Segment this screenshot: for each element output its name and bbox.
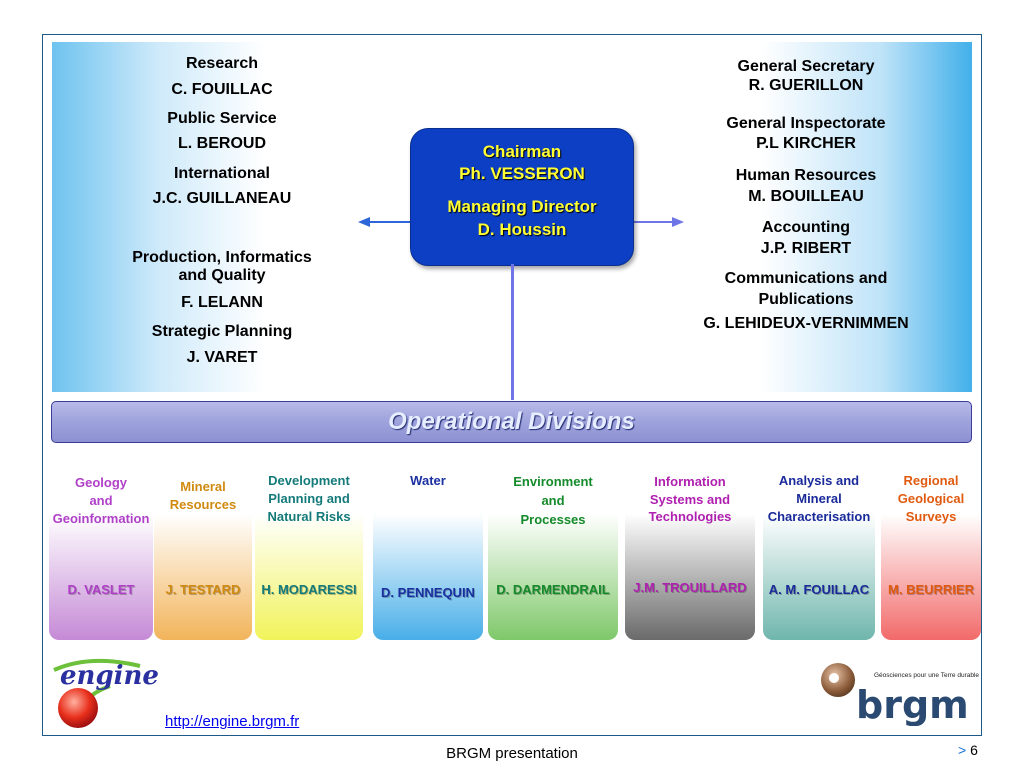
brgm-logo: brgm bbox=[821, 663, 969, 726]
communications-name: G. LEHIDEUX-VERNIMMEN bbox=[703, 315, 909, 332]
public-service-name: L. BEROUD bbox=[178, 135, 266, 152]
next-arrow-icon[interactable]: > bbox=[958, 742, 967, 758]
division-title-line: Water bbox=[410, 473, 446, 488]
division-3: Water D. PENNEQUIN bbox=[373, 460, 483, 640]
operational-divisions-bar: Operational Divisions bbox=[51, 401, 972, 443]
accounting-title: Accounting bbox=[762, 219, 850, 236]
research-name: C. FOUILLAC bbox=[171, 81, 273, 98]
right-arrow-head bbox=[672, 217, 684, 227]
division-title-line: and bbox=[541, 493, 565, 508]
page-number-value: 6 bbox=[970, 742, 978, 758]
general-secretary-name: R. GUERILLON bbox=[748, 77, 864, 94]
general-inspectorate-title: General Inspectorate bbox=[726, 115, 886, 132]
chairman-name: Ph. VESSERON bbox=[459, 164, 585, 183]
division-title-line: Analysis and bbox=[778, 473, 860, 488]
division-head: D. PENNEQUIN bbox=[381, 585, 475, 600]
chairman-box: Chairman Ph. VESSERON Managing Director … bbox=[410, 128, 634, 266]
division-title-line: Geology bbox=[74, 475, 127, 490]
division-head: A. M. FOUILLAC bbox=[768, 582, 870, 597]
general-inspectorate-name: P.L KIRCHER bbox=[756, 135, 856, 152]
communications-title-line1: Communications and bbox=[724, 270, 888, 287]
strategic-name: J. VARET bbox=[186, 349, 258, 366]
division-title-line: Mineral bbox=[180, 479, 226, 494]
left-arrow-head bbox=[358, 217, 370, 227]
vertical-connector bbox=[511, 264, 514, 400]
human-resources-name: M. BOUILLEAU bbox=[748, 188, 864, 205]
managing-director-name: D. Houssin bbox=[477, 220, 567, 239]
chairman-title: Chairman bbox=[482, 142, 562, 161]
operational-divisions-title: Operational Divisions bbox=[388, 408, 635, 435]
division-head: H. MODARESSI bbox=[261, 582, 357, 597]
division-head: J.M. TROUILLARD bbox=[633, 580, 747, 595]
production-name: F. LELANN bbox=[181, 294, 263, 311]
page-number: > 6 bbox=[958, 742, 978, 758]
division-title-line: Regional bbox=[903, 473, 959, 488]
engine-logo: engine bbox=[53, 658, 159, 728]
human-resources-title: Human Resources bbox=[735, 167, 877, 184]
division-title-line: and bbox=[89, 493, 113, 508]
international-name: J.C. GUILLANEAU bbox=[152, 190, 292, 207]
managing-director-title: Managing Director bbox=[447, 197, 597, 216]
production-title-line2: and Quality bbox=[178, 267, 266, 284]
division-title-line: Development bbox=[268, 473, 350, 488]
division-title-line: Systems and bbox=[649, 492, 731, 507]
division-title-line: Characterisation bbox=[767, 509, 871, 524]
engine-website-link[interactable]: http://engine.brgm.fr bbox=[165, 713, 300, 730]
division-head: M. BEURRIER bbox=[888, 582, 974, 597]
general-secretary-title: General Secretary bbox=[737, 58, 875, 75]
division-head: D. DARMENDRAIL bbox=[496, 582, 610, 597]
division-title-line: Processes bbox=[520, 512, 586, 527]
division-head: D. VASLET bbox=[67, 582, 135, 597]
international-title: International bbox=[173, 165, 270, 182]
footer-text: BRGM presentation bbox=[446, 745, 578, 762]
division-title-line: Environment bbox=[513, 474, 593, 489]
brgm-tagline: Géosciences pour une Terre durable bbox=[874, 672, 980, 679]
division-title-line: Resources bbox=[169, 497, 237, 512]
right-panel-background bbox=[670, 42, 972, 392]
division-head: J. TESTARD bbox=[165, 582, 241, 597]
strategic-title: Strategic Planning bbox=[151, 323, 293, 340]
production-title-line1: Production, Informatics bbox=[132, 249, 312, 266]
engine-logo-text: engine bbox=[60, 661, 159, 691]
division-title-line: Geoinformation bbox=[52, 511, 150, 526]
division-title-line: Information bbox=[654, 474, 726, 489]
communications-title-line2: Publications bbox=[758, 291, 854, 308]
division-title-line: Natural Risks bbox=[267, 509, 351, 524]
brgm-logo-text: brgm bbox=[856, 683, 969, 726]
division-title-line: Geological bbox=[897, 491, 965, 506]
accounting-name: J.P. RIBERT bbox=[760, 240, 852, 257]
division-title-line: Technologies bbox=[648, 509, 732, 524]
division-title-line: Planning and bbox=[268, 491, 350, 506]
public-service-title: Public Service bbox=[167, 110, 277, 127]
left-panel-background bbox=[52, 42, 357, 392]
division-title-line: Surveys bbox=[905, 509, 957, 524]
division-title-line: Mineral bbox=[796, 491, 842, 506]
research-title: Research bbox=[185, 55, 259, 72]
